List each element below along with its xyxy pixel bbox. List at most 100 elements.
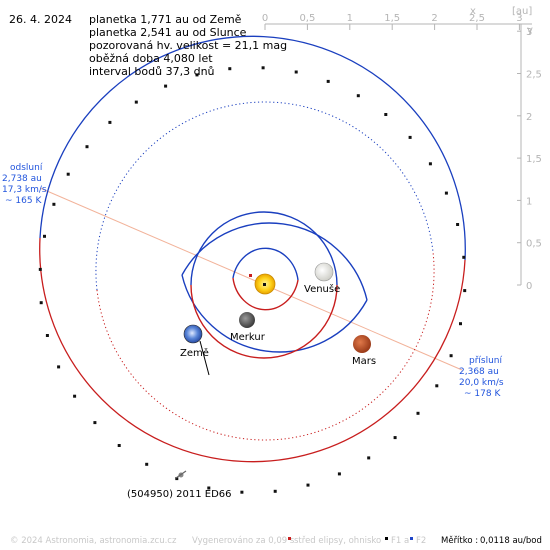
top-scale-tick-label: 1 <box>347 13 353 24</box>
orbit-point <box>39 301 43 305</box>
orbit-point <box>294 70 298 74</box>
orbit-point <box>459 322 462 326</box>
orbit-point <box>273 489 277 493</box>
f1-legend-marker <box>385 537 388 540</box>
mercury-icon <box>239 312 255 328</box>
mars-orbit-lower <box>96 251 435 441</box>
orbit-point <box>57 365 61 369</box>
asteroid-orbit-upper <box>39 35 466 261</box>
orbit-point <box>45 334 49 337</box>
date-label: 26. 4. 2024 <box>9 13 72 26</box>
orbit-point <box>43 234 46 238</box>
aphelion-speed: 17,3 km/s <box>2 185 47 195</box>
f1-legend-text: F1 a <box>391 536 409 546</box>
aphelion-info: odsluní 2,738 au 17,3 km/s ~ 165 K <box>2 163 47 206</box>
orbit-point <box>261 66 265 70</box>
earth-orbit-lower <box>181 274 368 353</box>
asteroid-orbit-lower <box>39 237 466 463</box>
top-scale-tick-label: 2,5 <box>469 13 485 24</box>
earth-label: Země <box>180 347 209 359</box>
info-magnitude: pozorovaná hv. velikost = 21,1 mag <box>89 39 287 52</box>
orbit-point <box>306 483 310 487</box>
info-sun-distance: planetka 2,541 au od Slunce <box>89 26 247 39</box>
f2-legend-text: F2 <box>416 536 426 546</box>
venus-orbit-upper <box>190 211 338 286</box>
orbit-point <box>435 384 439 388</box>
asteroid-orbit-points <box>38 66 467 494</box>
copyright-text: © 2024 Astronomia, astronomia.zcu.cz <box>10 536 177 546</box>
orbit-point <box>228 67 232 71</box>
right-scale-tick-label: 3 <box>526 27 532 38</box>
orbit-point <box>449 354 453 358</box>
earth-icon <box>183 324 203 344</box>
orbit-point <box>416 411 420 415</box>
venus-icon <box>314 262 334 282</box>
mercury-orbit-upper <box>232 247 299 281</box>
orbit-point <box>195 73 199 77</box>
top-scale-tick-label: 0,5 <box>299 13 315 24</box>
orbit-point <box>444 191 448 195</box>
perihelion-distance: 2,368 au <box>459 367 499 377</box>
asteroid-label: (504950) 2011 ED66 <box>127 489 232 500</box>
top-scale-tick-label: 3 <box>516 13 522 24</box>
scale-label: Měřítko : <box>441 536 478 546</box>
top-scale-tick-label: 0 <box>262 13 268 24</box>
orbit-point <box>408 135 412 139</box>
scale-value: 0,0118 au/bod <box>480 536 542 546</box>
orbit-point <box>145 462 149 466</box>
orbit-point <box>462 255 466 259</box>
orbit-point <box>108 120 112 124</box>
aphelion-distance: 2,738 au <box>2 174 42 184</box>
orbit-point <box>66 172 70 176</box>
right-scale-tick-label: 2,5 <box>526 70 542 81</box>
orbit-point <box>384 113 388 116</box>
orbit-point <box>337 472 341 476</box>
perihelion-title: přísluní <box>469 356 503 366</box>
mars-label: Mars <box>352 356 376 367</box>
right-scale-tick-label: 1,5 <box>526 154 542 165</box>
earth-orbit-upper <box>181 222 368 301</box>
center-legend-marker <box>288 537 291 540</box>
info-interval: interval bodů 37,3 dnů <box>89 65 215 78</box>
right-scale-tick-label: 2 <box>526 112 532 123</box>
orbit-point <box>207 486 211 490</box>
orbit-point <box>93 421 97 425</box>
info-panel: planetka 1,771 au od Země planetka 2,541… <box>89 13 287 78</box>
orbit-point <box>367 456 371 460</box>
aphelion-title: odsluní <box>10 163 43 173</box>
orbit-point <box>134 100 138 104</box>
x-axis-label: x <box>470 6 476 17</box>
right-scale-tick-label: 1 <box>526 196 532 207</box>
apsis-line <box>39 187 463 371</box>
venus-label: Venuše <box>304 283 340 295</box>
right-scale: 0 0,5 1 1,5 2 2,5 3 y <box>517 24 542 292</box>
aphelion-temp: ~ 165 K <box>5 196 42 206</box>
perihelion-temp: ~ 178 K <box>464 389 501 399</box>
orbit-point <box>326 79 330 83</box>
ellipse-center-marker <box>249 274 252 277</box>
right-scale-tick-label: 0,5 <box>526 239 542 250</box>
orbit-point <box>428 162 432 166</box>
orbit-point <box>38 267 42 271</box>
venus-orbit-lower <box>190 284 338 359</box>
mercury-orbit-lower <box>232 277 299 311</box>
f2-legend-marker <box>410 537 413 540</box>
generated-text: Vygenerováno za 0,09 s <box>192 536 295 546</box>
focus-marker <box>263 283 266 286</box>
footer: © 2024 Astronomia, astronomia.zcu.cz Vyg… <box>10 536 542 546</box>
orbit-point <box>393 436 397 440</box>
unit-label: [au] <box>512 6 532 17</box>
top-scale-tick-label: 1,5 <box>384 13 400 24</box>
orbit-point <box>463 289 467 293</box>
mars-icon <box>353 335 371 353</box>
info-period: oběžná doba 4,080 let <box>89 52 213 65</box>
y-axis-label: y <box>527 25 533 36</box>
center-legend-text: střed elipsy, ohnisko <box>294 536 381 546</box>
orbit-point <box>164 84 168 88</box>
perihelion-info: přísluní 2,368 au 20,0 km/s ~ 178 K <box>459 356 504 399</box>
orbit-point <box>73 394 77 398</box>
right-scale-tick-label: 0 <box>526 281 532 292</box>
perihelion-speed: 20,0 km/s <box>459 378 504 388</box>
